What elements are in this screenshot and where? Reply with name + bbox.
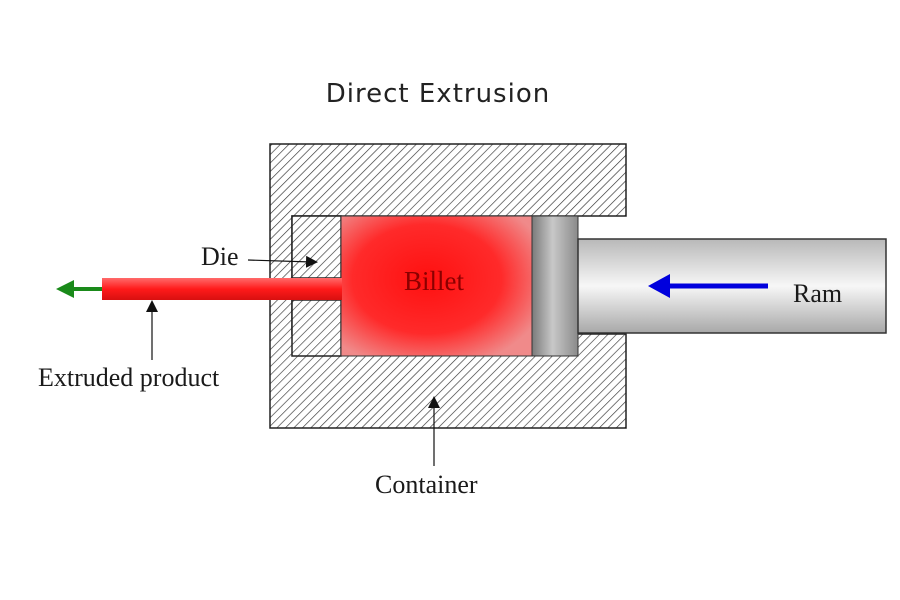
billet	[340, 215, 533, 357]
ram-label: Ram	[793, 279, 842, 308]
extruded-product	[102, 278, 342, 300]
dummy-block	[531, 215, 579, 357]
ram-direction-arrow-icon	[648, 274, 768, 298]
die-bottom	[291, 299, 342, 357]
die-top	[291, 215, 342, 279]
container-label: Container	[375, 470, 478, 499]
product-direction-arrow-icon	[56, 280, 102, 298]
die-leader-line	[247, 255, 318, 268]
extruded-product-label: Extruded product	[38, 363, 220, 392]
diagram-title: Direct Extrusion	[326, 79, 550, 109]
die-label: Die	[201, 242, 239, 271]
billet-label: Billet	[404, 266, 464, 296]
